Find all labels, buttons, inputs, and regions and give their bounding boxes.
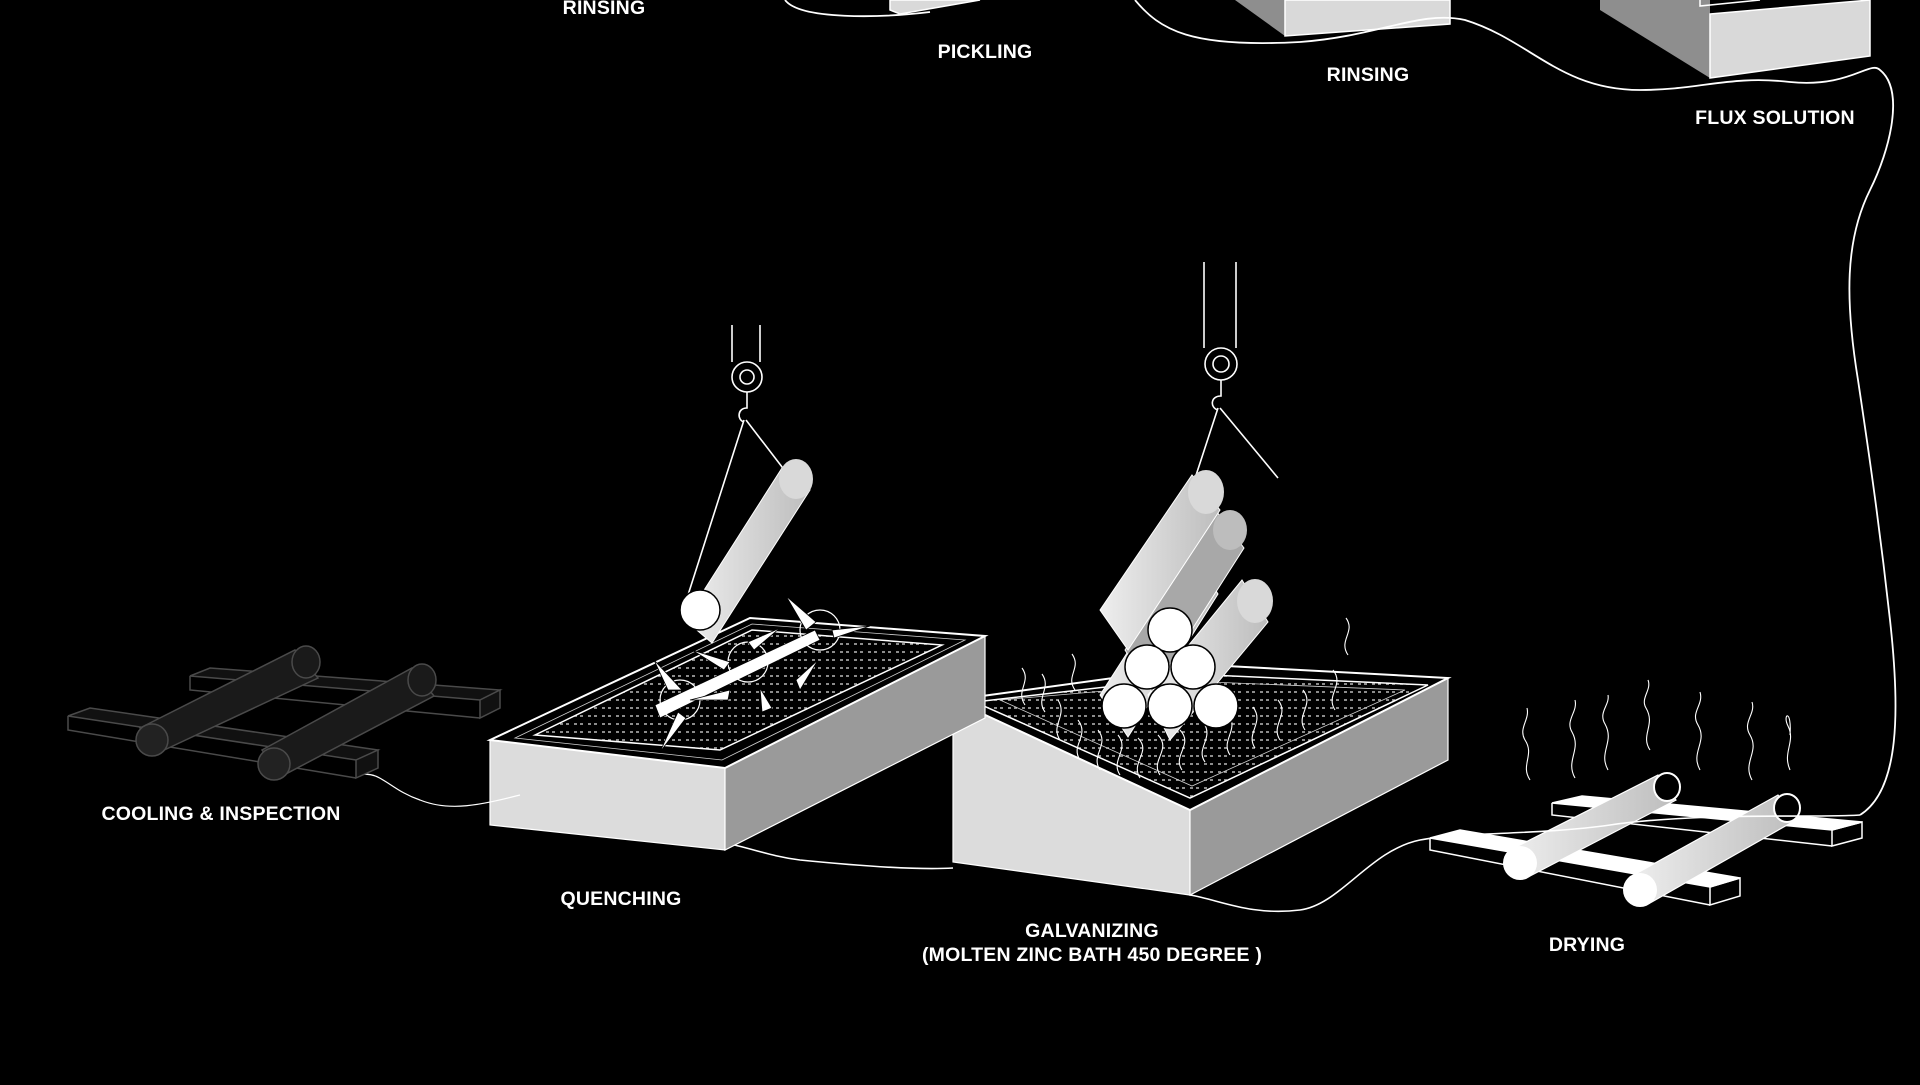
cooling-rack — [67, 645, 503, 781]
top-process-cable — [784, 0, 1897, 816]
quenching-tank — [486, 616, 989, 851]
cable-drying-to-galvanizing — [1189, 814, 1861, 913]
cable-quenching-to-cooling — [359, 773, 521, 807]
label-rinsing-2: RINSING — [1327, 64, 1410, 86]
galvanizing-tank — [949, 663, 1452, 896]
tank-rinsing-2 — [1600, 0, 1871, 79]
quenching-pipe — [679, 459, 813, 644]
label-galvanizing-detail: (MOLTEN ZINC BATH 450 DEGREE ) — [922, 944, 1262, 966]
tank-pickling — [1235, 0, 1451, 37]
tank-rinsing-1 — [889, 0, 981, 15]
drying-heat-waves — [1522, 679, 1792, 781]
label-cooling-inspection: COOLING & INSPECTION — [101, 803, 340, 825]
quenching-crane-hook — [687, 325, 793, 596]
label-pickling: PICKLING — [938, 41, 1033, 63]
quenching-splash — [653, 595, 871, 753]
galvanizing-heat-waves — [1021, 617, 1350, 779]
label-drying: DRYING — [1549, 934, 1625, 956]
drying-rack — [1429, 772, 1863, 907]
label-quenching: QUENCHING — [561, 888, 682, 910]
label-rinsing-1: RINSING — [563, 0, 646, 19]
label-galvanizing: GALVANIZING — [1025, 920, 1159, 942]
galvanizing-pipe-bundle — [1099, 470, 1273, 741]
label-flux-solution: FLUX SOLUTION — [1695, 107, 1855, 129]
